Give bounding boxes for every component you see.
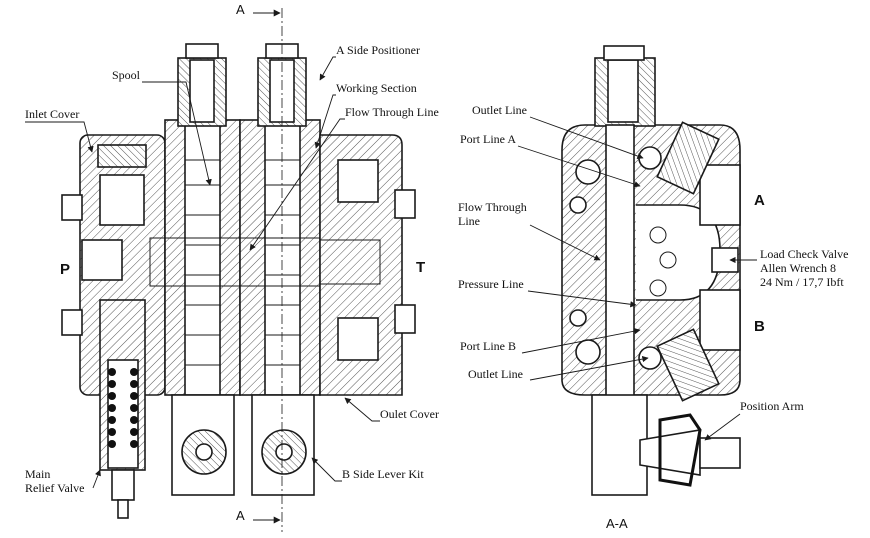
section-marker-top: A [236, 2, 245, 17]
label-flow-through-line: Flow Through Line [345, 105, 439, 119]
working-section-2 [239, 43, 321, 496]
section-marker-bottom: A [236, 508, 245, 523]
label-load-check-1: Load Check Valve [760, 247, 848, 261]
label-main-relief-2: Relief Valve [25, 481, 84, 495]
label-working-section: Working Section [336, 81, 417, 95]
port-p-label: P [60, 261, 70, 278]
label-flow-through-1: Flow Through [458, 200, 527, 214]
section-line-a [253, 8, 283, 532]
main-relief-valve-body [99, 299, 146, 519]
leader-lines [25, 56, 757, 489]
outlet-cover-body [319, 134, 416, 396]
relief-spring [108, 368, 138, 448]
label-main-relief-1: Main [25, 467, 50, 481]
label-spool: Spool [112, 68, 141, 82]
front-view [61, 8, 416, 532]
label-port-line-a: Port Line A [460, 132, 516, 146]
label-a-side-positioner: A Side Positioner [336, 43, 420, 57]
working-section-1 [164, 43, 241, 496]
label-inlet-cover: Inlet Cover [25, 107, 79, 121]
section-view-aa [561, 45, 741, 496]
label-oulet-cover: Oulet Cover [380, 407, 439, 421]
label-outlet-line-top: Outlet Line [472, 103, 527, 117]
section-view-label: A-A [606, 516, 628, 531]
label-port-line-b: Port Line B [460, 339, 516, 353]
label-pressure-line: Pressure Line [458, 277, 524, 291]
position-arm-body [639, 413, 741, 487]
label-outlet-line-bottom: Outlet Line [468, 367, 523, 381]
port-t-label: T [416, 259, 425, 276]
port-a-label: A [754, 192, 765, 209]
label-position-arm: Position Arm [740, 399, 804, 413]
label-load-check-2: Allen Wrench 8 [760, 261, 836, 275]
port-b-label: B [754, 318, 765, 335]
label-b-side-lever-kit: B Side Lever Kit [342, 467, 424, 481]
label-load-check-3: 24 Nm / 17,7 Ibft [760, 275, 844, 289]
label-flow-through-2: Line [458, 214, 480, 228]
